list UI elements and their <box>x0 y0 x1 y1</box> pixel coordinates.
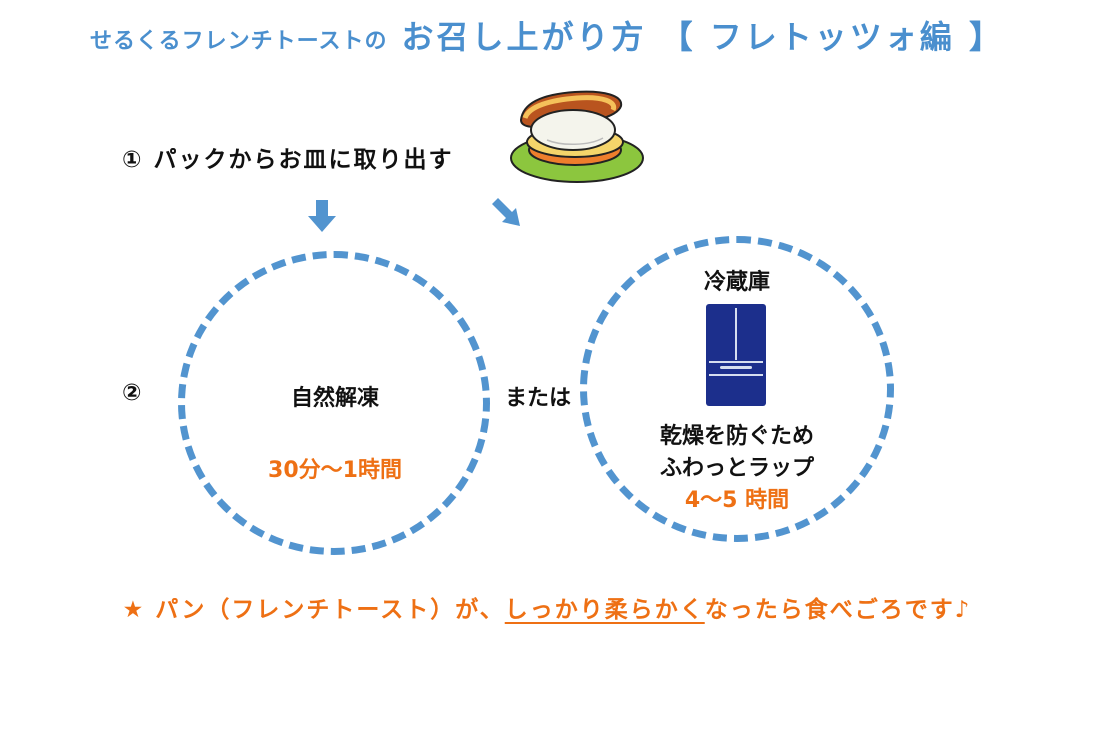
footer-note: ★ パン（フレンチトースト）が、しっかり柔らかくなったら食べごろです♪ <box>0 590 1094 624</box>
step-2-number: ② <box>122 380 142 406</box>
footer-pre: ★ パン（フレンチトースト）が、 <box>122 597 505 623</box>
footer-emphasis: しっかり柔らかく <box>504 597 705 623</box>
fridge-label: 冷蔵庫 <box>703 270 770 295</box>
refrigerator-icon <box>706 304 766 406</box>
step-1-text: ① パックからお皿に取り出す <box>122 147 454 173</box>
or-separator: または <box>504 386 571 411</box>
arrow-diagonal-icon <box>492 198 520 226</box>
fridge-thaw-time: 4〜5 時間 <box>684 488 790 513</box>
page-title: せるくるフレンチトーストのお召し上がり方 【 フレトッツォ編 】 <box>0 12 1094 58</box>
natural-thaw-label: 自然解凍 <box>290 386 379 411</box>
footer-post: なったら食べごろです♪ <box>704 597 972 623</box>
french-toast-plate-icon <box>510 90 644 183</box>
natural-thaw-time: 30分〜1時間 <box>268 458 402 483</box>
title-main: お召し上がり方 【 フレトッツォ編 】 <box>401 18 1004 56</box>
natural-thaw-ring <box>178 251 490 555</box>
fridge-note-2: ふわっとラップ <box>659 456 814 481</box>
fridge-note-1: 乾燥を防ぐため <box>659 424 814 449</box>
fridge-thaw-ring <box>580 236 894 542</box>
title-prefix: せるくるフレンチトーストの <box>90 29 388 54</box>
arrow-down-icon <box>308 200 336 232</box>
